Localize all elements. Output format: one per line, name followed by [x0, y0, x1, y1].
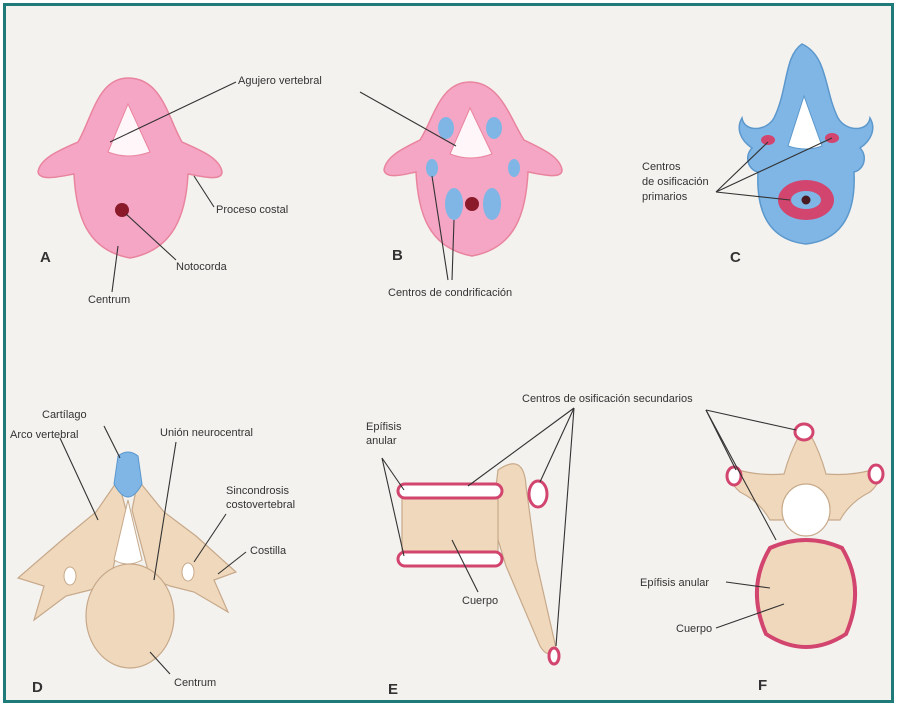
panel-b-chondrification-center — [445, 188, 463, 220]
panel-d-rib-foramen-left — [64, 567, 76, 585]
panel-c-ossification-center-left — [761, 135, 775, 145]
panel-d-rib-foramen-right — [182, 563, 194, 581]
label-costilla: Costilla — [250, 545, 287, 557]
panel-b-chondrification-center — [483, 188, 501, 220]
label-epifisis-anular-f: Epífisis anular — [640, 577, 709, 589]
label-sincondrosis-line2: costovertebral — [226, 499, 295, 511]
panel-b-chondrification-center — [486, 117, 502, 139]
label-cartilago: Cartílago — [42, 409, 87, 421]
label-centros-c-line3: primarios — [642, 191, 688, 203]
label-centrum-d: Centrum — [174, 677, 216, 689]
panel-b-vertebra-cartilage — [384, 82, 562, 256]
panel-b-chondrification-center — [508, 159, 520, 177]
panel-d-centrum — [86, 564, 174, 668]
panel-e: E Epífisis anular Cuerpo Centros de osif… — [366, 393, 693, 698]
label-centrum-a: Centrum — [88, 294, 130, 306]
panel-b: B Centros de condrificación — [360, 82, 562, 299]
panel-d: D Cartílago Arco vertebral Unión neuroce… — [10, 409, 295, 696]
label-proceso-costal: Proceso costal — [216, 204, 288, 216]
panel-f-vertebral-body — [757, 540, 855, 647]
label-centros-c-line1: Centros — [642, 161, 681, 173]
label-epifisis-e-line1: Epífisis — [366, 421, 402, 433]
panel-d-letter: D — [32, 679, 43, 696]
panel-d-cartilage-cap — [114, 452, 142, 497]
label-notocorda: Notocorda — [176, 261, 228, 273]
panel-c-letter: C — [730, 249, 741, 266]
panel-e-annular-epiphysis-top — [398, 484, 502, 498]
panel-f-letter: F — [758, 677, 767, 694]
label-epifisis-e-line2: anular — [366, 435, 397, 447]
panel-f-ossification-spinous — [795, 424, 813, 440]
label-cuerpo-e: Cuerpo — [462, 595, 498, 607]
panel-f-vertebral-foramen — [782, 484, 830, 536]
label-agujero-vertebral: Agujero vertebral — [238, 75, 322, 87]
label-centros-c-line2: de osificación — [642, 176, 709, 188]
panel-e-letter: E — [388, 681, 398, 698]
panel-f-ossification-left — [727, 467, 741, 485]
panel-b-notochord — [465, 197, 479, 211]
label-union-neurocentral: Unión neurocentral — [160, 427, 253, 439]
panel-c: C Centros de osificación primarios — [642, 44, 873, 266]
panel-b-letter: B — [392, 247, 403, 264]
label-centros-condrificacion: Centros de condrificación — [388, 287, 512, 299]
label-centros-secundarios: Centros de osificación secundarios — [522, 393, 693, 405]
panel-e-ossification-process — [529, 481, 547, 507]
label-cuerpo-f: Cuerpo — [676, 623, 712, 635]
panel-b-chondrification-center — [426, 159, 438, 177]
panel-f-ossification-right — [869, 465, 883, 483]
panel-a-letter: A — [40, 249, 51, 266]
panel-a-vertebra-cartilage — [38, 78, 222, 258]
label-sincondrosis-line1: Sincondrosis — [226, 485, 289, 497]
panel-b-chondrification-center — [438, 117, 454, 139]
label-arco-vertebral: Arco vertebral — [10, 429, 78, 441]
panel-f: F Epífisis anular Cuerpo — [640, 410, 883, 694]
panel-e-ossification-spinous-tip — [549, 648, 559, 664]
panel-e-annular-epiphysis-bottom — [398, 552, 502, 566]
panel-a: A Agujero vertebral Proceso costal Notoc… — [38, 75, 322, 306]
panel-c-notochord — [802, 196, 811, 205]
